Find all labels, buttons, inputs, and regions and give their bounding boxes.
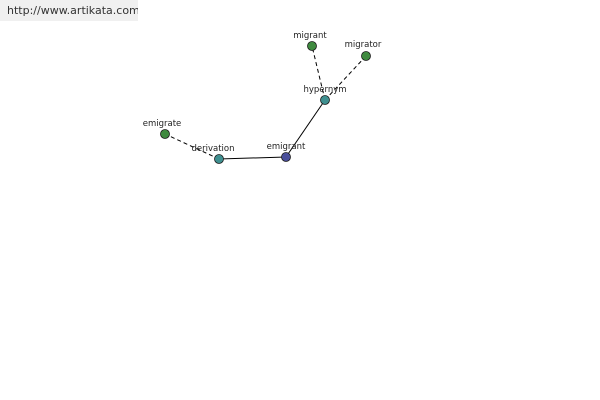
- site-url-banner[interactable]: http://www.artikata.com: [0, 0, 138, 21]
- node-emigrant[interactable]: emigrant: [267, 142, 306, 162]
- node-emigrate[interactable]: emigrate: [143, 119, 182, 139]
- node-label-migrator[interactable]: migrator: [345, 40, 382, 50]
- node-label-emigrant[interactable]: emigrant: [267, 142, 306, 152]
- node-label-migrant[interactable]: migrant: [293, 31, 327, 41]
- edges-layer: [164, 45, 367, 160]
- nodes-layer: emigrant derivation hypernym emigrate migran…: [143, 31, 382, 164]
- edge-hypernym-migrator: [324, 55, 367, 101]
- node-migrant[interactable]: migrant: [293, 31, 327, 51]
- node-label-derivation[interactable]: derivation: [191, 144, 234, 154]
- node-circle-derivation[interactable]: [214, 154, 224, 164]
- edge-hypernym-migrant: [311, 45, 326, 101]
- node-circle-migrant[interactable]: [307, 41, 317, 51]
- node-label-emigrate[interactable]: emigrate: [143, 119, 182, 129]
- node-circle-emigrant[interactable]: [281, 152, 291, 162]
- node-circle-emigrate[interactable]: [160, 129, 170, 139]
- node-migrator[interactable]: migrator: [345, 40, 382, 61]
- node-label-hypernym[interactable]: hypernym: [303, 85, 346, 95]
- edge-derivation-emigrate: [164, 133, 220, 160]
- edge-emigrant-hypernym: [285, 99, 326, 158]
- node-derivation[interactable]: derivation: [191, 144, 235, 164]
- node-circle-migrator[interactable]: [361, 51, 371, 61]
- node-circle-hypernym[interactable]: [320, 95, 330, 105]
- node-hypernym[interactable]: hypernym: [303, 85, 347, 105]
- edge-emigrant-derivation: [218, 156, 287, 160]
